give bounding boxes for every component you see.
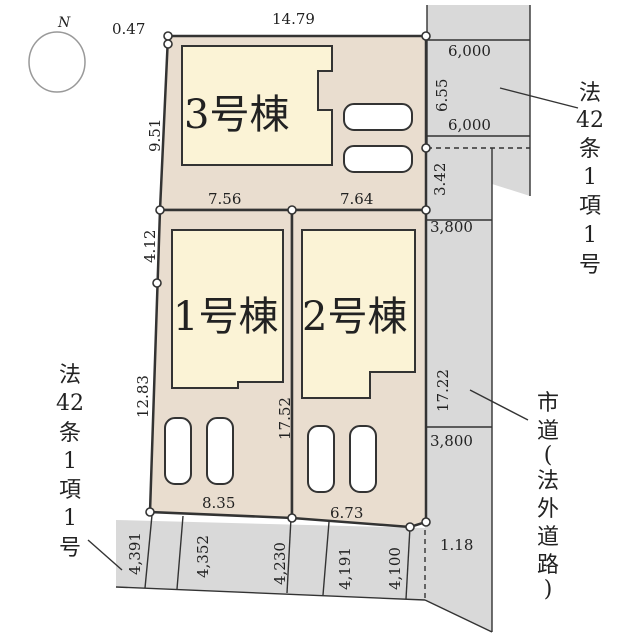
lot-2-label: 2号棟 (302, 294, 407, 340)
road-width-south-5: 4,100 (386, 547, 404, 590)
dim-lot1-left-upper: 4.12 (141, 230, 159, 263)
parking-cars (164, 103, 413, 493)
east-road-upper (427, 5, 530, 196)
leader-line (499, 87, 579, 109)
road-width-south-3: 4,230 (271, 542, 289, 585)
dim-lot1-left-lower: 12.83 (134, 375, 152, 418)
label-char: 市 (537, 391, 559, 416)
dim-lot1-bottom: 8.35 (202, 494, 235, 512)
label-char: ) (544, 577, 553, 602)
road-width-east-lower2: 3,800 (430, 432, 473, 450)
dim-lot3-right-upper: 6.55 (433, 79, 451, 112)
city-road-label: 市 道 ( 法 外 道 路 ) (537, 391, 559, 602)
south-road-label: 法 42 条 1 項 1 号 (56, 363, 84, 561)
south-road (116, 520, 425, 600)
building-1 (171, 229, 284, 389)
label-char: 法 (537, 469, 559, 494)
label-char: 42 (56, 391, 84, 416)
dim-top-corner: 0.47 (112, 20, 145, 38)
leader-line (87, 539, 123, 571)
car-icon (349, 425, 377, 493)
label-char: 号 (59, 536, 81, 561)
compass-needle-icon (50, 36, 64, 88)
road-width-south-1: 4,391 (126, 532, 144, 575)
label-char: 条 (579, 137, 601, 162)
dim-divider-right: 7.64 (340, 190, 373, 208)
building-2 (301, 229, 416, 399)
dim-lot2-bottom: 6.73 (330, 504, 363, 522)
dim-lot3-left: 9.51 (146, 119, 164, 152)
east-road-label: 法 42 条 1 項 1 号 (576, 81, 604, 278)
dim-lot3-right-lower: 3.42 (431, 163, 449, 196)
lot-1-label: 1号棟 (173, 294, 278, 340)
label-char: 法 (59, 363, 81, 388)
road-width-south-2: 4,352 (194, 535, 212, 578)
boundary-markers (145, 31, 431, 532)
car-icon (307, 425, 335, 493)
east-road-lower (425, 148, 492, 632)
label-char: ( (544, 443, 553, 468)
dim-middle-divider: 17.52 (276, 397, 294, 440)
label-char: 条 (59, 421, 81, 446)
car-icon (343, 103, 413, 131)
compass-circle-icon (28, 31, 86, 93)
car-icon (343, 145, 413, 173)
north-label: N (57, 15, 71, 31)
label-char: 42 (576, 108, 604, 133)
car-icon (164, 417, 192, 485)
car-icon (206, 417, 234, 485)
building-3 (181, 45, 333, 166)
dim-top: 14.79 (272, 10, 315, 28)
label-char: 項 (59, 478, 81, 503)
north-compass: N (28, 15, 86, 93)
dim-lot2-right: 17.22 (434, 369, 452, 412)
road-width-east-lower1: 3,800 (430, 218, 473, 236)
label-char: 項 (579, 194, 601, 219)
leader-line (469, 389, 529, 421)
label-char: 外 (537, 497, 559, 522)
label-char: 路 (537, 553, 559, 578)
label-char: 1 (63, 449, 77, 474)
label-char: 法 (579, 81, 601, 106)
label-char: 号 (579, 253, 601, 278)
road-edge (424, 599, 493, 633)
south-road-width-lines (144, 514, 411, 600)
road-width-east-middle: 6,000 (448, 116, 491, 134)
road-width-south-4: 4,191 (336, 547, 354, 590)
dim-bottom-corner: 1.18 (440, 536, 473, 554)
label-char: 1 (583, 223, 597, 248)
dim-divider-left: 7.56 (208, 190, 241, 208)
road-width-east-top: 6,000 (448, 42, 491, 60)
label-char: 1 (63, 506, 77, 531)
label-char: 1 (583, 165, 597, 190)
label-char: 道 (537, 419, 559, 444)
lot-3-label: 3号棟 (184, 92, 289, 138)
label-char: 道 (537, 525, 559, 550)
road-edge (115, 586, 426, 601)
